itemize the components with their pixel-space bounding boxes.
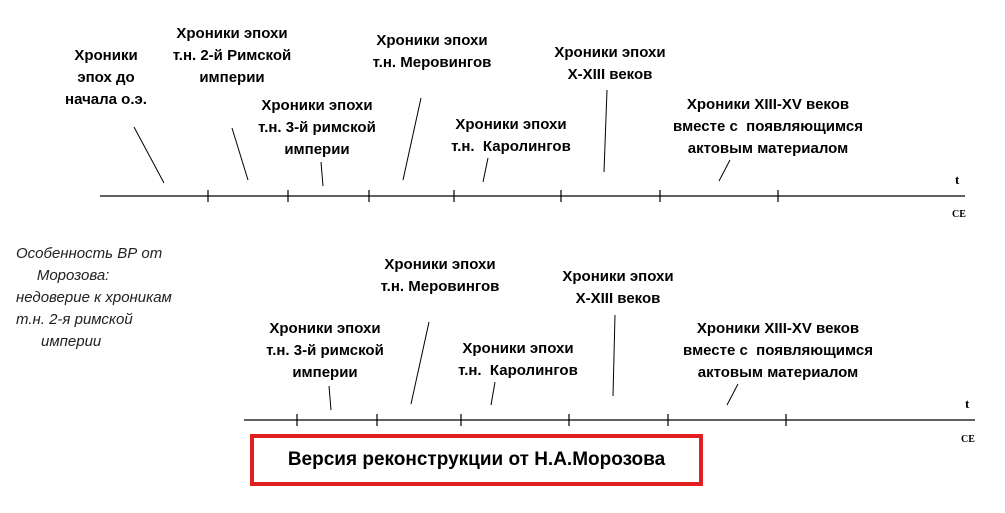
bottom-axis-ticks: [296, 414, 787, 426]
top-axis-unit: CE: [952, 209, 966, 220]
top-axis-ticks: [207, 190, 779, 202]
top-label-3rd-rome: Хроники эпохи т.н. 3-й римской империи: [258, 97, 376, 158]
top-pointer-lines: [133, 89, 731, 187]
pointer-line: [231, 127, 249, 181]
pointer-line: [402, 97, 422, 181]
top-label-xiii-xv: Хроники XIII-XV веков вместе с появляющи…: [673, 96, 863, 157]
bottom-label-carolingians: Хроники эпохи т.н. Каролингов: [458, 340, 578, 379]
pointer-line: [612, 314, 616, 397]
bottom-label-x-xiii: Хроники эпохи X-XIII веков: [562, 268, 674, 307]
bottom-pointer-lines: [328, 314, 739, 411]
version-title: Версия реконструкции от Н.А.Морозова: [287, 449, 666, 470]
bottom-label-merovingians: Хроники эпохи т.н. Меровингов: [380, 256, 500, 295]
pointer-line: [482, 157, 489, 183]
pointer-line: [603, 89, 608, 173]
bottom-label-3rd-rome: Хроники эпохи т.н. 3-й римской империи: [266, 320, 384, 381]
top-label-2nd-rome: Хроники эпохи т.н. 2-й Римской империи: [172, 25, 292, 86]
pointer-line: [490, 381, 496, 406]
top-label-merovingians: Хроники эпохи т.н. Меровингов: [372, 32, 492, 71]
morozov-note: Особенность ВР от Морозова: недоверие к …: [16, 245, 172, 350]
top-label-pre-era: Хроники эпох до начала о.э.: [65, 47, 147, 108]
top-axis-symbol: t: [955, 172, 960, 187]
pointer-line: [328, 385, 332, 411]
pointer-line: [726, 383, 739, 406]
pointer-line: [320, 161, 324, 187]
pointer-line: [410, 321, 430, 405]
pointer-line: [718, 159, 731, 182]
top-label-x-xiii: Хроники эпохи X-XIII веков: [554, 44, 666, 83]
pointer-line: [133, 126, 165, 184]
version-title-box: Версия реконструкции от Н.А.Морозова: [250, 434, 703, 486]
bottom-axis-unit: CE: [961, 434, 975, 445]
bottom-axis-symbol: t: [965, 396, 970, 411]
top-label-carolingians: Хроники эпохи т.н. Каролингов: [451, 116, 571, 155]
bottom-label-xiii-xv: Хроники XIII-XV веков вместе с появляющи…: [683, 320, 873, 381]
